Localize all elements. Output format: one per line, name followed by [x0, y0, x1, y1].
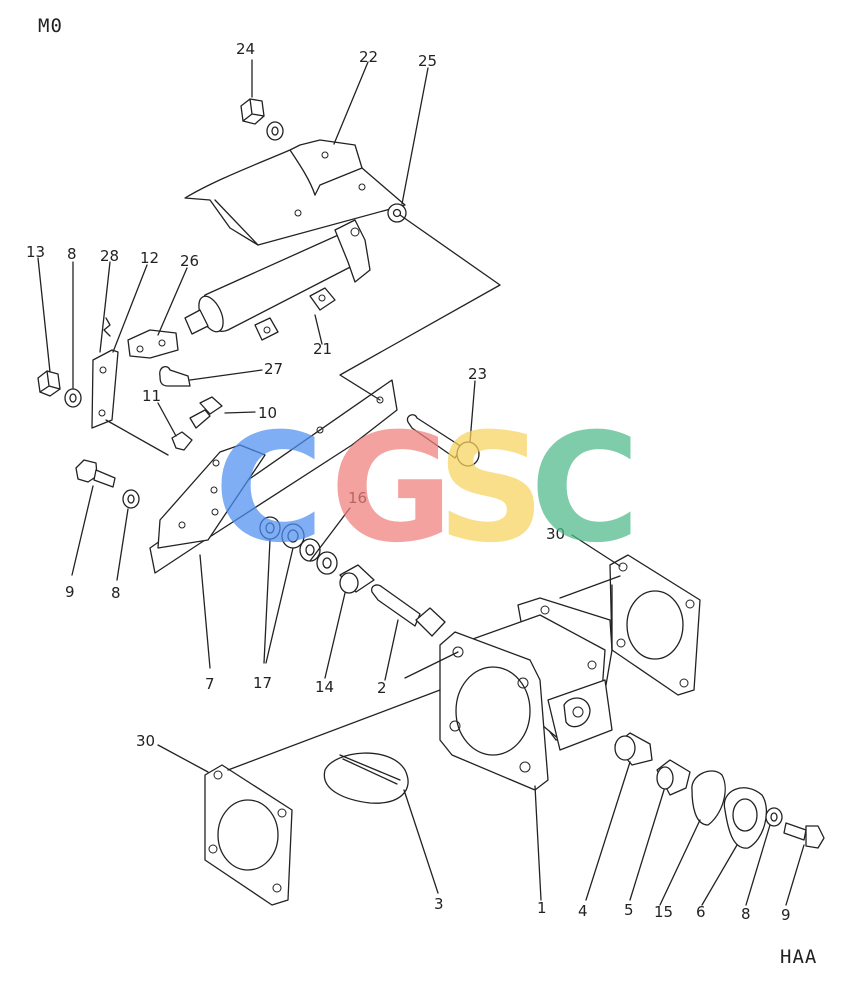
part-2-shaft	[371, 584, 446, 637]
watermark-letter-2: G	[330, 402, 453, 576]
label-15: 15	[654, 903, 673, 921]
label-17: 17	[253, 674, 272, 692]
watermark-letter-1: C	[214, 402, 324, 576]
drawing-code-bottom: HAA	[780, 946, 817, 968]
drawing-code-top: M0	[38, 15, 63, 37]
label-27: 27	[264, 360, 283, 378]
label-26: 26	[180, 252, 199, 270]
label-14: 14	[315, 678, 334, 696]
label-30-left: 30	[136, 732, 155, 750]
part-12-plate	[91, 349, 119, 429]
part-9-bolt-right	[783, 822, 825, 849]
label-2: 2	[377, 679, 387, 697]
part-16-washer	[316, 551, 338, 575]
watermark-letter-3: S	[437, 402, 545, 576]
label-12: 12	[140, 249, 159, 267]
part-6-cover	[723, 787, 768, 849]
watermark-logo: C G S C	[214, 402, 640, 576]
washer-8-left	[122, 489, 140, 509]
label-8-left: 8	[111, 584, 121, 602]
label-6: 6	[696, 903, 706, 921]
part-30-gasket-left	[204, 764, 293, 906]
label-7: 7	[205, 675, 215, 693]
part-28-pin	[103, 317, 111, 337]
label-8-top: 8	[67, 245, 77, 263]
part-5-bushing	[656, 759, 691, 796]
part-27-pin	[159, 365, 191, 387]
label-23: 23	[468, 365, 487, 383]
label-22: 22	[359, 48, 378, 66]
label-9-right: 9	[781, 906, 791, 924]
part-1-housing	[439, 597, 613, 791]
label-8-right: 8	[741, 905, 751, 923]
leader-lines	[37, 59, 805, 906]
part-9-bolt-left	[75, 459, 116, 488]
part-23-bolt	[406, 414, 480, 467]
label-4: 4	[578, 902, 588, 920]
label-21: 21	[313, 340, 332, 358]
label-10: 10	[258, 404, 277, 422]
part-21-cylinder	[184, 219, 371, 341]
part-3-disc	[323, 752, 409, 804]
part-22-cover	[184, 139, 406, 246]
part-26-clip	[127, 329, 179, 359]
washer-24	[266, 121, 284, 141]
label-1: 1	[537, 899, 547, 917]
part-labels: 24 22 25 13 8 28 12 26 27 21 23 11 10 16…	[26, 40, 791, 924]
washer-8-top	[64, 388, 82, 408]
part-24-nut	[240, 98, 265, 125]
part-14-bushing	[339, 564, 375, 594]
label-5: 5	[624, 901, 634, 919]
label-16: 16	[348, 489, 367, 507]
part-13-nut	[37, 370, 61, 397]
part-4-fitting	[614, 732, 653, 766]
label-24: 24	[236, 40, 255, 58]
label-28: 28	[100, 247, 119, 265]
part-30-gasket-right	[609, 554, 701, 696]
part-17-washers	[259, 516, 321, 562]
part-7-bracket	[149, 379, 398, 574]
label-3: 3	[434, 895, 444, 913]
label-30-right: 30	[546, 525, 565, 543]
part-11-clip	[171, 431, 193, 451]
label-25: 25	[418, 52, 437, 70]
label-13: 13	[26, 243, 45, 261]
part-25-washer	[387, 203, 407, 223]
label-9-left: 9	[65, 583, 75, 601]
watermark-letter-4: C	[530, 402, 640, 576]
part-10-bolt	[189, 396, 223, 429]
part-15-gasket	[691, 770, 726, 826]
washer-8-right	[765, 807, 783, 827]
label-11: 11	[142, 387, 161, 405]
